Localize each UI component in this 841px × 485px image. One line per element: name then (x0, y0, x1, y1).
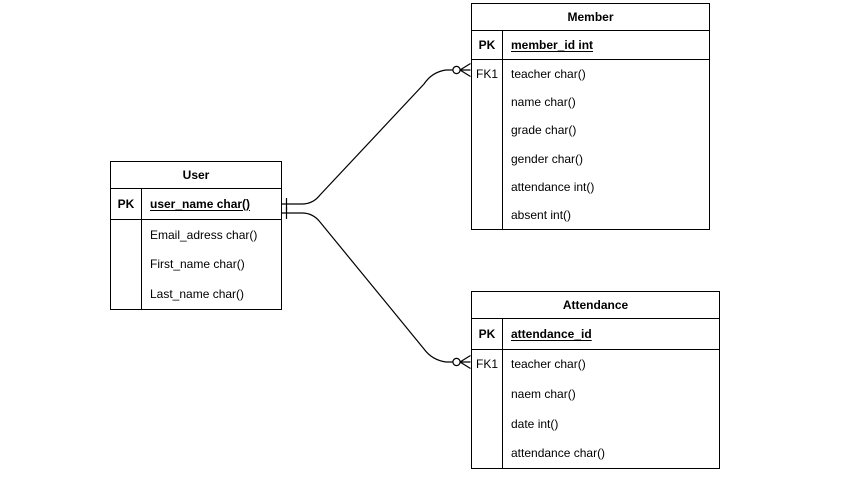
table-row[interactable]: naem char() (472, 379, 719, 409)
table-row[interactable]: Last_name char() (111, 279, 281, 309)
field-cell: teacher char() (511, 357, 586, 372)
table-row[interactable]: attendance char() (472, 438, 719, 468)
key-cell (111, 279, 142, 309)
key-cell (472, 379, 503, 409)
key-cell (111, 219, 142, 250)
field-cell: Last_name char() (150, 287, 245, 302)
key-cell: FK1 (472, 60, 503, 89)
key-cell (472, 116, 503, 145)
table-row[interactable]: attendance int() (472, 172, 709, 201)
zero-or-many-cardinality-marker (452, 354, 471, 370)
field-cell: user_name char() (150, 196, 251, 211)
table-row[interactable]: grade char() (472, 116, 709, 145)
key-cell (472, 408, 503, 439)
key-cell (472, 88, 503, 117)
field-cell: gender char() (511, 151, 584, 166)
table-row[interactable]: FK1 teacher char() (472, 349, 719, 380)
entity-title: Attendance (472, 292, 719, 319)
entity-title: Member (472, 4, 709, 31)
table-row[interactable]: FK1 teacher char() (472, 60, 709, 89)
relationship-user-attendance[interactable] (282, 207, 471, 370)
field-cell: Email_adress char() (150, 227, 258, 242)
table-row[interactable]: name char() (472, 88, 709, 117)
field-cell: teacher char() (511, 67, 586, 82)
field-cell: name char() (511, 95, 576, 110)
table-row[interactable]: gender char() (472, 144, 709, 173)
table-row[interactable]: absent int() (472, 200, 709, 229)
field-cell: naem char() (511, 386, 576, 401)
field-cell: date int() (511, 416, 559, 431)
table-row[interactable]: PK attendance_id (472, 319, 719, 350)
key-cell (111, 249, 142, 280)
field-cell: attendance char() (511, 446, 606, 461)
key-cell: PK (472, 31, 503, 60)
field-cell: absent int() (511, 207, 572, 222)
key-cell (472, 200, 503, 229)
field-cell: attendance int() (511, 179, 595, 194)
key-cell (472, 144, 503, 173)
table-row[interactable]: date int() (472, 408, 719, 439)
field-cell: member_id int (511, 38, 594, 53)
table-row[interactable]: First_name char() (111, 249, 281, 280)
entity-title: User (111, 162, 281, 189)
key-cell (472, 172, 503, 201)
key-cell: FK1 (472, 349, 503, 380)
table-row[interactable]: Email_adress char() (111, 219, 281, 250)
relationship-user-member[interactable] (282, 62, 471, 211)
field-cell: grade char() (511, 123, 577, 138)
key-cell (472, 438, 503, 468)
zero-or-many-cardinality-marker (452, 62, 471, 78)
key-cell: PK (472, 319, 503, 349)
table-row[interactable]: PK user_name char() (111, 189, 281, 220)
edge-line (282, 69, 453, 205)
table-row[interactable]: PK member_id int (472, 31, 709, 61)
field-cell: First_name char() (150, 257, 245, 272)
edge-line (282, 212, 453, 363)
key-cell: PK (111, 189, 142, 219)
field-cell: attendance_id (511, 326, 592, 341)
